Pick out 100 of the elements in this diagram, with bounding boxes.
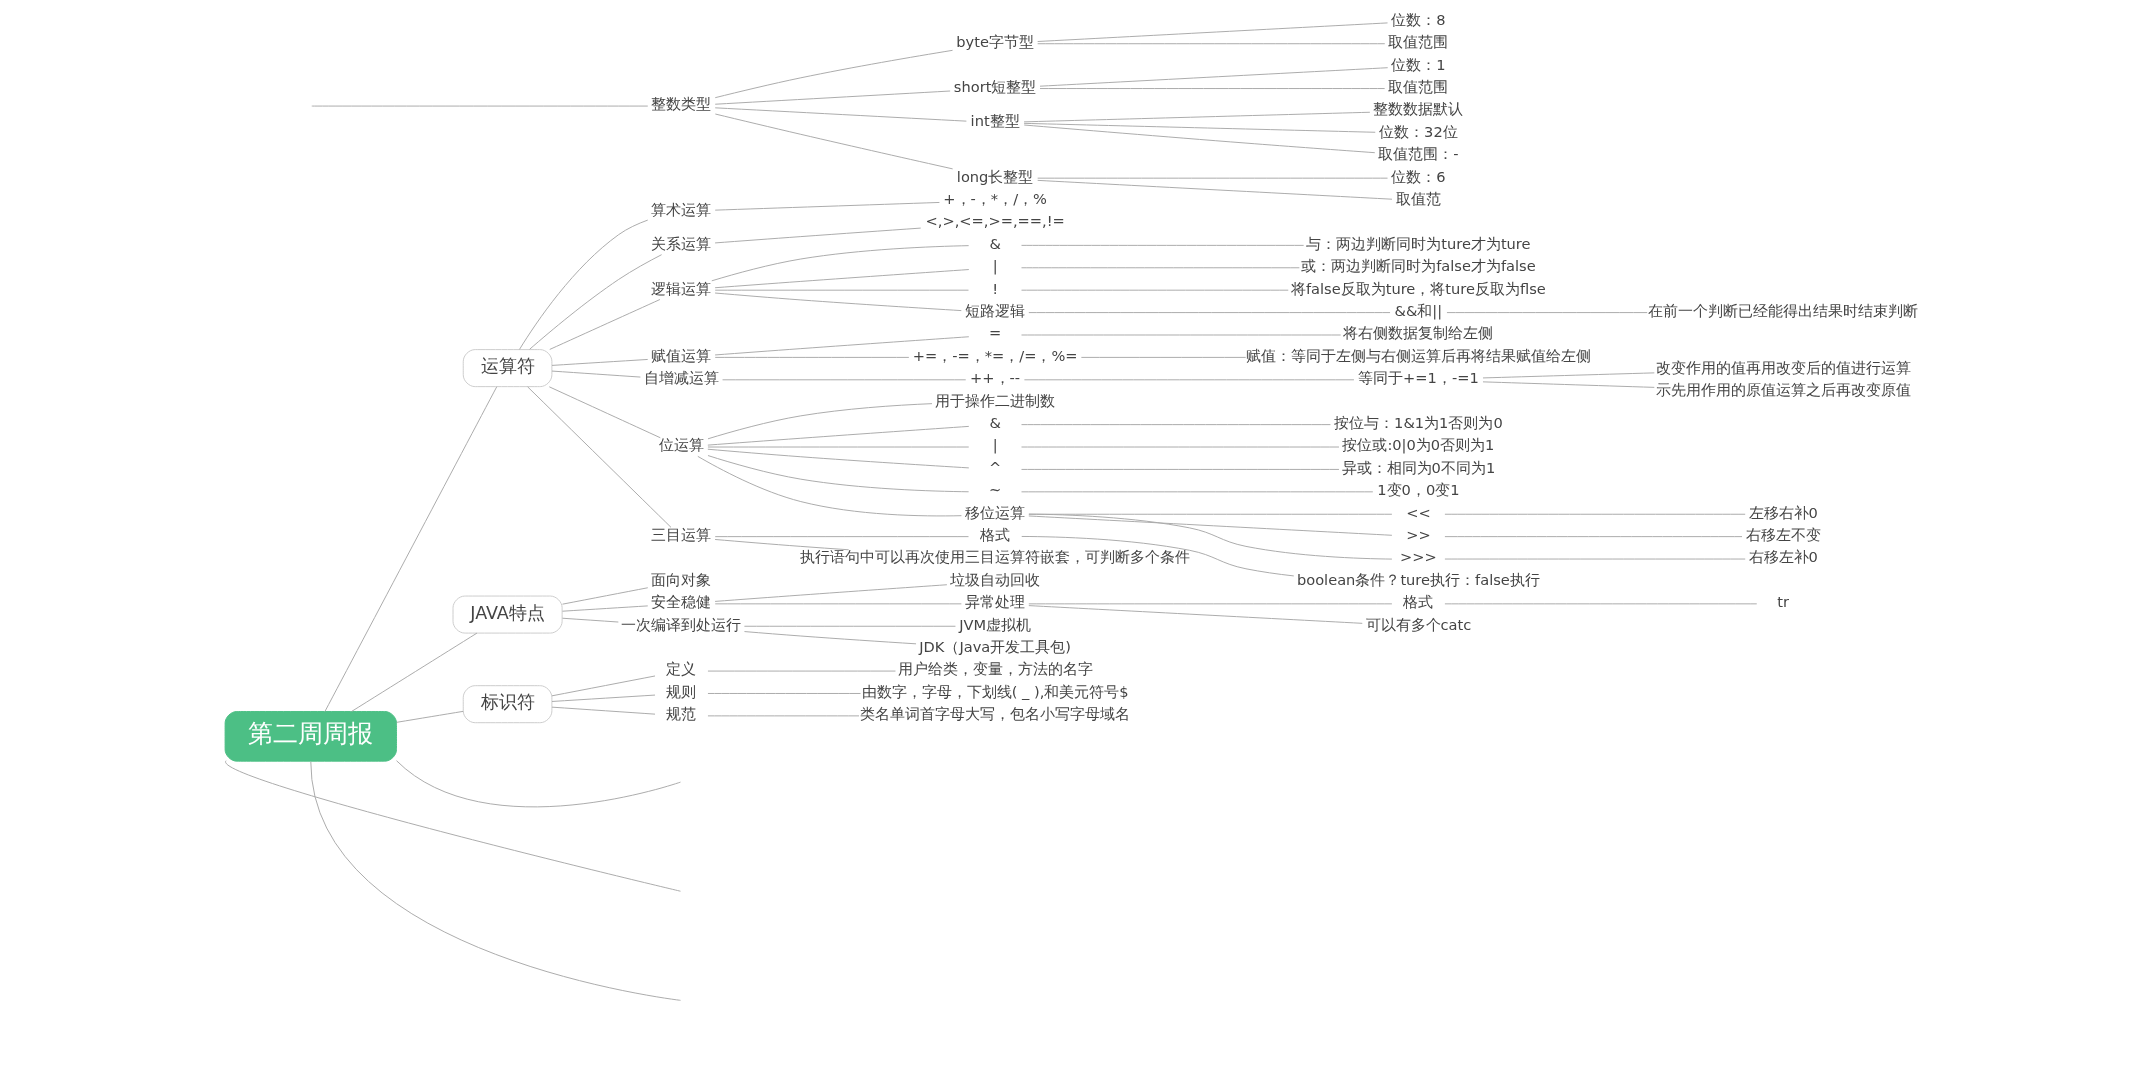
connector (550, 694, 655, 702)
connector (550, 358, 648, 366)
node-text: | (992, 257, 998, 275)
node-text: tr (1776, 593, 1789, 611)
node-text: 取值范围：- (1377, 145, 1459, 163)
node-text: ++，-- (969, 369, 1020, 387)
node-box: 第二周周报 (224, 711, 397, 762)
node-text: 将false反取为ture，将ture反取为flse (1290, 279, 1546, 297)
node-text: 右移左不变 (1745, 526, 1821, 544)
connector (1020, 334, 1341, 336)
node-text: 异常处理 (964, 593, 1025, 611)
node-text: 取值范围 (1387, 33, 1448, 51)
node-text: >>> (1399, 548, 1437, 566)
connector (1080, 356, 1246, 358)
connector (395, 760, 681, 808)
node-text: 赋值：等同于左侧与右侧运算后再将结果赋值给左侧 (1245, 346, 1591, 364)
connector (706, 446, 969, 448)
connector (548, 299, 660, 350)
connector (714, 227, 921, 244)
node-text: 一次编译到处运行 (620, 615, 741, 633)
node-text: ~ (988, 481, 1001, 499)
node-box: 运算符 (462, 349, 552, 388)
connector (561, 617, 619, 623)
node-text: 与：两边判断同时为ture才为ture (1305, 234, 1531, 252)
connector (561, 605, 648, 612)
node-text: & (988, 414, 1001, 432)
connector (706, 425, 969, 446)
connector (324, 386, 497, 712)
connector (550, 675, 655, 697)
node-text: 或：两边判断同时为false才为false (1300, 257, 1536, 275)
connector (1023, 379, 1354, 381)
connector (714, 107, 967, 122)
connector (1020, 267, 1300, 269)
node-text: 三目运算 (650, 526, 711, 544)
node-text: 位数：6 (1390, 167, 1446, 185)
node-text: 位数：8 (1390, 10, 1446, 28)
connector (714, 603, 962, 605)
node-text: &&和|| (1394, 302, 1442, 319)
connector (1443, 603, 1757, 605)
connector (1443, 558, 1746, 560)
connector (714, 356, 909, 358)
connector (350, 632, 477, 712)
connector (1027, 515, 1392, 536)
node-text: 关系运算 (650, 234, 711, 252)
node-text: ^ (988, 458, 1001, 476)
node-text: 整数数据默认 (1372, 100, 1463, 118)
node-text: 按位与：1&1为1否则为0 (1333, 414, 1503, 432)
node-text: 规范 (665, 705, 696, 723)
node-text: 逻辑运算 (650, 279, 711, 297)
connector (1036, 22, 1388, 42)
node-text: 自增减运算 (643, 369, 719, 387)
connector (550, 706, 655, 715)
connector (706, 693, 861, 694)
connector (1039, 67, 1388, 87)
node-text: 取值范围 (1387, 77, 1448, 95)
node-box: JAVA特点 (452, 595, 563, 634)
node-text: 1变0，0变1 (1376, 481, 1459, 499)
connector (1036, 43, 1385, 45)
node-text: 示先用作用的原值运算之后再改变原值 (1655, 380, 1911, 398)
connector (743, 625, 956, 627)
node-text: 短路逻辑 (964, 302, 1025, 319)
connector (707, 403, 932, 440)
node-text: 位数：1 (1390, 55, 1446, 73)
connector (561, 587, 648, 605)
connector (310, 105, 648, 107)
connector (1027, 312, 1391, 314)
node-text: ! (991, 279, 998, 297)
connector (1023, 124, 1375, 154)
connector (714, 536, 969, 538)
connector (1036, 177, 1388, 179)
node-text: boolean条件？ture执行：false执行 (1296, 570, 1540, 588)
node-text: +，-，*，/，% (942, 189, 1047, 207)
connector (1020, 289, 1289, 291)
connector (714, 201, 940, 211)
connector (714, 289, 969, 291)
node-text: 面向对象 (650, 570, 711, 588)
connector (743, 631, 917, 645)
connector (1020, 446, 1339, 448)
node-text: 垃圾自动回收 (949, 570, 1040, 588)
node-text: int整型 (970, 112, 1020, 130)
node-text: byte字节型 (955, 33, 1034, 51)
connector (714, 539, 849, 551)
connector (1020, 491, 1373, 493)
connector (714, 269, 969, 289)
node-text: >> (1405, 526, 1431, 544)
node-text: 按位或:0|0为0否则为1 (1341, 436, 1494, 454)
connector (1020, 535, 1294, 577)
node-text: 格式 (1402, 593, 1433, 611)
connector (721, 379, 966, 381)
connector (1027, 605, 1363, 624)
connector (395, 710, 464, 723)
connector (1023, 122, 1376, 133)
connector (1027, 603, 1392, 605)
node-text: 赋值运算 (650, 346, 711, 364)
connector (706, 670, 896, 672)
node-text: 右移左补0 (1748, 548, 1818, 566)
node-text: 取值范 (1395, 189, 1441, 207)
connector (707, 455, 969, 493)
node-text: 由数字，字母，下划线( _ ),和美元符号$ (861, 682, 1129, 700)
node-text: long长整型 (956, 167, 1033, 185)
